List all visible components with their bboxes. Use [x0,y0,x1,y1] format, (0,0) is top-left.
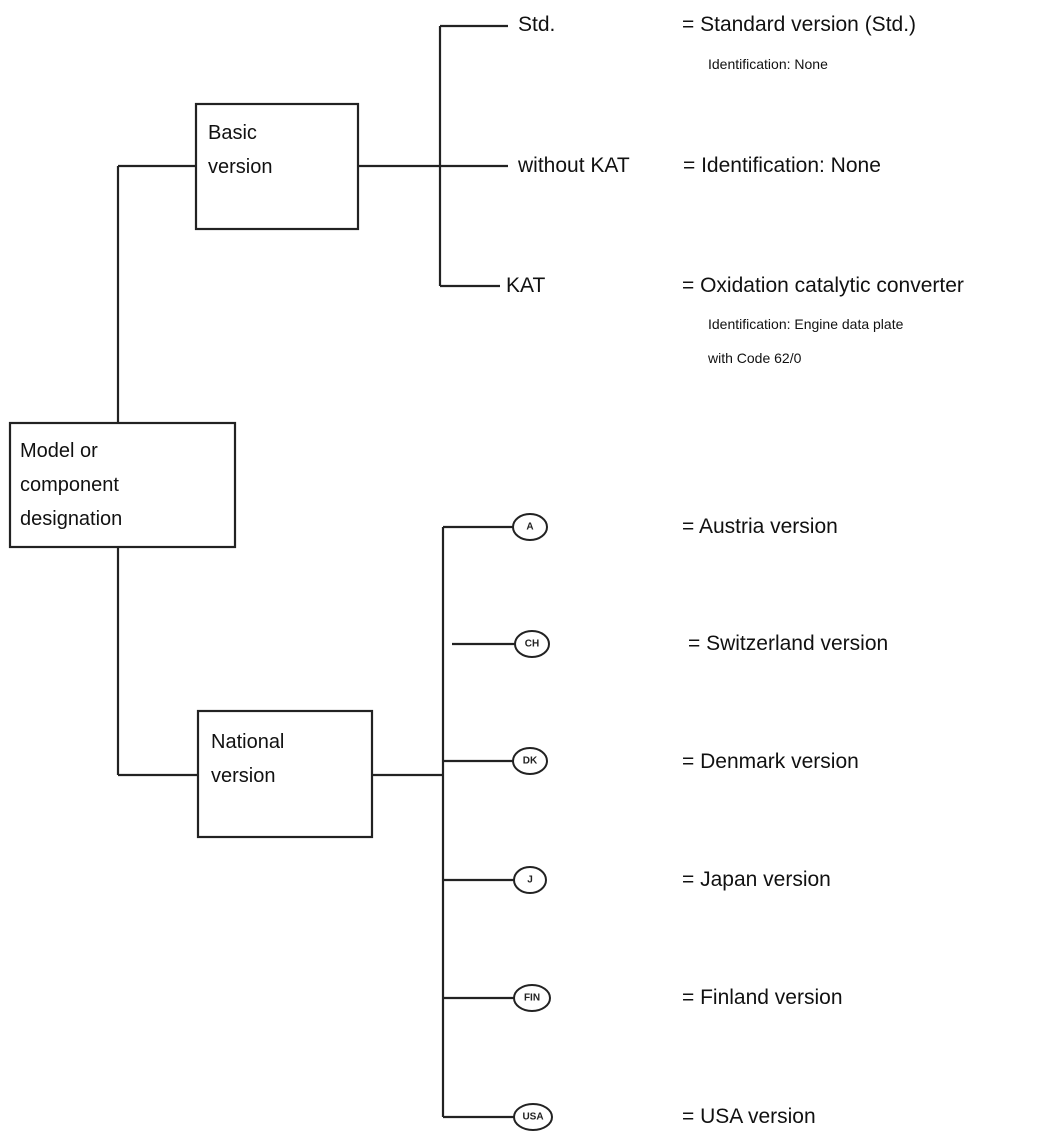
usa-description: = USA version [682,1105,816,1128]
badge-a-oval [512,513,548,541]
basic-box-label: Basic version [208,122,273,178]
national-box [196,709,374,839]
without-kat-label: without KAT [518,154,630,177]
kat-identification-code: with Code 62/0 [708,350,802,366]
finland-description: = Finland version [682,986,843,1009]
badge-j: J [513,866,547,894]
std-description: = Standard version (Std.) [682,13,917,36]
badge-ch-oval [514,630,550,658]
badge-usa: USA [513,1103,553,1131]
kat-description: = Oxidation catalytic converter [682,274,964,297]
badge-a: A [512,513,548,541]
basic-box [194,102,360,231]
badge-ch-text: CH [525,639,539,650]
without-kat-description: = Identification: None [683,154,881,177]
std-label: Std. [518,13,556,36]
badge-usa-text: USA [522,1112,543,1123]
badge-fin-oval [513,984,551,1012]
badge-ch: CH [514,630,550,658]
root-box-label: Model or component designation [20,440,123,530]
badge-j-oval [513,866,547,894]
badge-dk: DK [512,747,548,775]
badge-j-text: J [527,875,533,886]
badge-usa-oval [513,1103,553,1131]
root-box [8,421,237,549]
badge-dk-text: DK [523,756,538,767]
std-identification: Identification: None [708,56,828,72]
switzerland-description: = Switzerland version [688,632,889,655]
denmark-description: = Denmark version [682,750,859,773]
badge-fin-text: FIN [524,993,540,1004]
kat-identification: Identification: Engine data plate [708,316,904,332]
austria-description: = Austria version [682,515,838,538]
badge-dk-oval [512,747,548,775]
national-box-label: National version [211,731,285,787]
badge-fin: FIN [513,984,551,1012]
japan-description: = Japan version [682,868,831,891]
kat-label: KAT [506,274,546,297]
badge-a-text: A [526,522,533,533]
